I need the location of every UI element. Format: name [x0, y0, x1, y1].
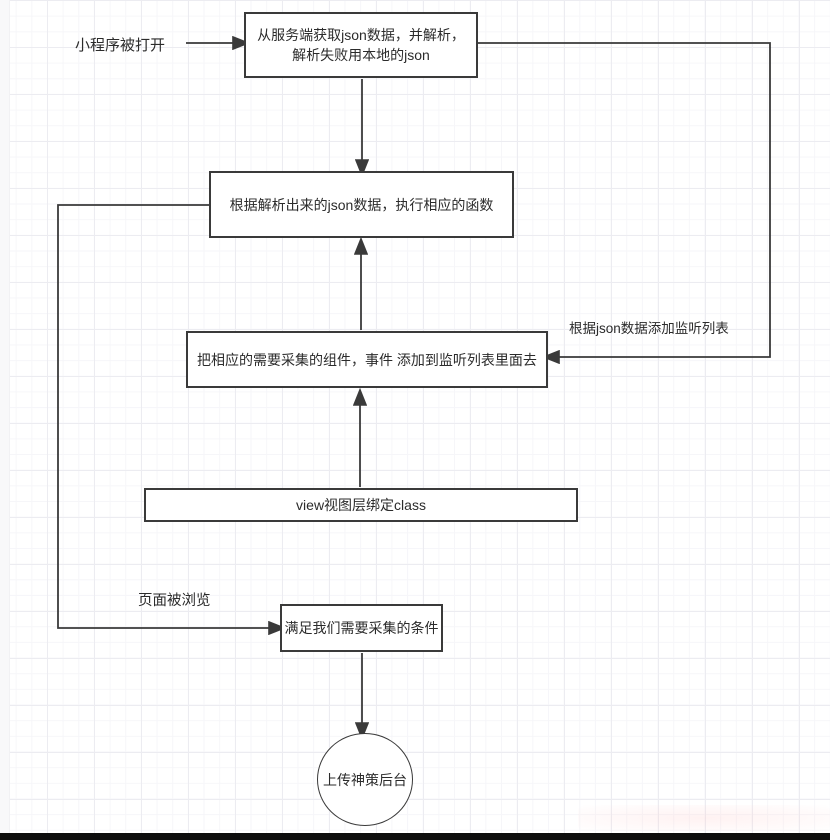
edge-label-page-viewed: 页面被浏览	[138, 593, 211, 609]
edge-fetch-to-listenlist	[478, 42, 771, 365]
node-upload-backend: 上传神策后台	[317, 733, 413, 826]
bottom-letterbox-bar	[0, 833, 830, 840]
node-add-listen-list: 把相应的需要采集的组件，事件 添加到监听列表里面去	[186, 331, 548, 388]
node-view-bind-class: view视图层绑定class	[144, 488, 578, 522]
edge-label-mini-program-opened: 小程序被打开	[75, 37, 166, 54]
node-fetch-json: 从服务端获取json数据，并解析，解析失败用本地的json	[244, 12, 478, 78]
edge-execute-to-conditions	[57, 204, 287, 636]
faint-highlight-artifact	[578, 805, 830, 831]
canvas-left-margin	[0, 0, 10, 840]
node-meet-conditions: 满足我们需要采集的条件	[280, 604, 443, 652]
edge-label-add-listen-by-json: 根据json数据添加监听列表	[569, 321, 729, 336]
node-execute-functions: 根据解析出来的json数据，执行相应的函数	[209, 171, 514, 238]
